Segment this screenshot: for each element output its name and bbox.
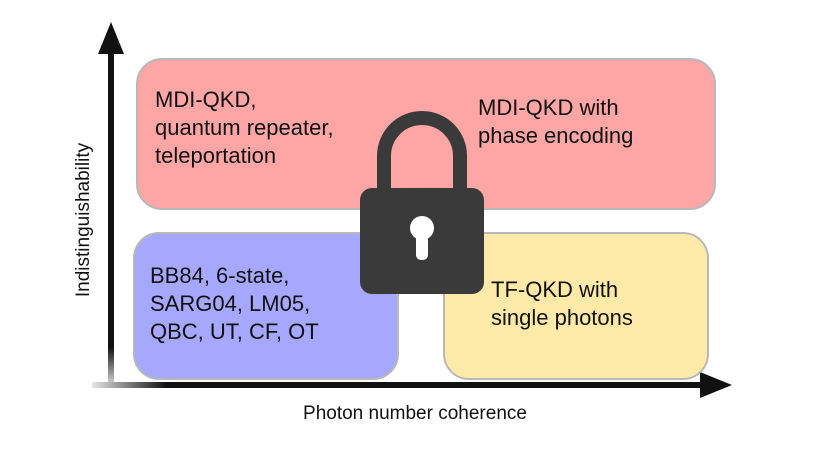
x-axis-label: Photon number coherence [303,403,527,424]
region-high-coherence [443,232,709,380]
y-axis [98,22,124,388]
label-line: QBC, UT, CF, OT [150,319,319,344]
label-line: phase encoding [478,123,634,148]
x-axis [92,372,732,398]
label-line: quantum repeater, [155,115,334,140]
label-mdi-qkd: MDI-QKD, quantum repeater, teleportation [155,86,334,170]
keyhole-slot [416,230,428,260]
label-line: BB84, 6-state, [150,263,290,288]
label-bb84-protocols: BB84, 6-state, SARG04, LM05, QBC, UT, CF… [150,262,319,346]
label-line: single photons [491,305,633,330]
keyhole-icon [410,216,434,240]
region-low-low [133,232,399,380]
y-axis-line [108,48,114,388]
y-axis-arrowhead [98,22,124,54]
label-line: MDI-QKD, [155,87,257,112]
label-line: TF-QKD with [491,277,619,302]
x-axis-arrowhead [700,372,732,398]
y-axis-label: Indistinguishability [73,142,94,298]
label-tf-qkd: TF-QKD with single photons [491,276,633,332]
label-line: MDI-QKD with [478,95,619,120]
padlock-shackle [377,111,467,192]
label-mdi-qkd-phase-encoding: MDI-QKD with phase encoding [478,94,633,150]
label-line: SARG04, LM05, [150,291,311,316]
region-high-indistinguishability [136,58,716,210]
x-axis-line [92,382,708,388]
label-line: teleportation [155,143,277,168]
padlock-icon [360,111,484,294]
